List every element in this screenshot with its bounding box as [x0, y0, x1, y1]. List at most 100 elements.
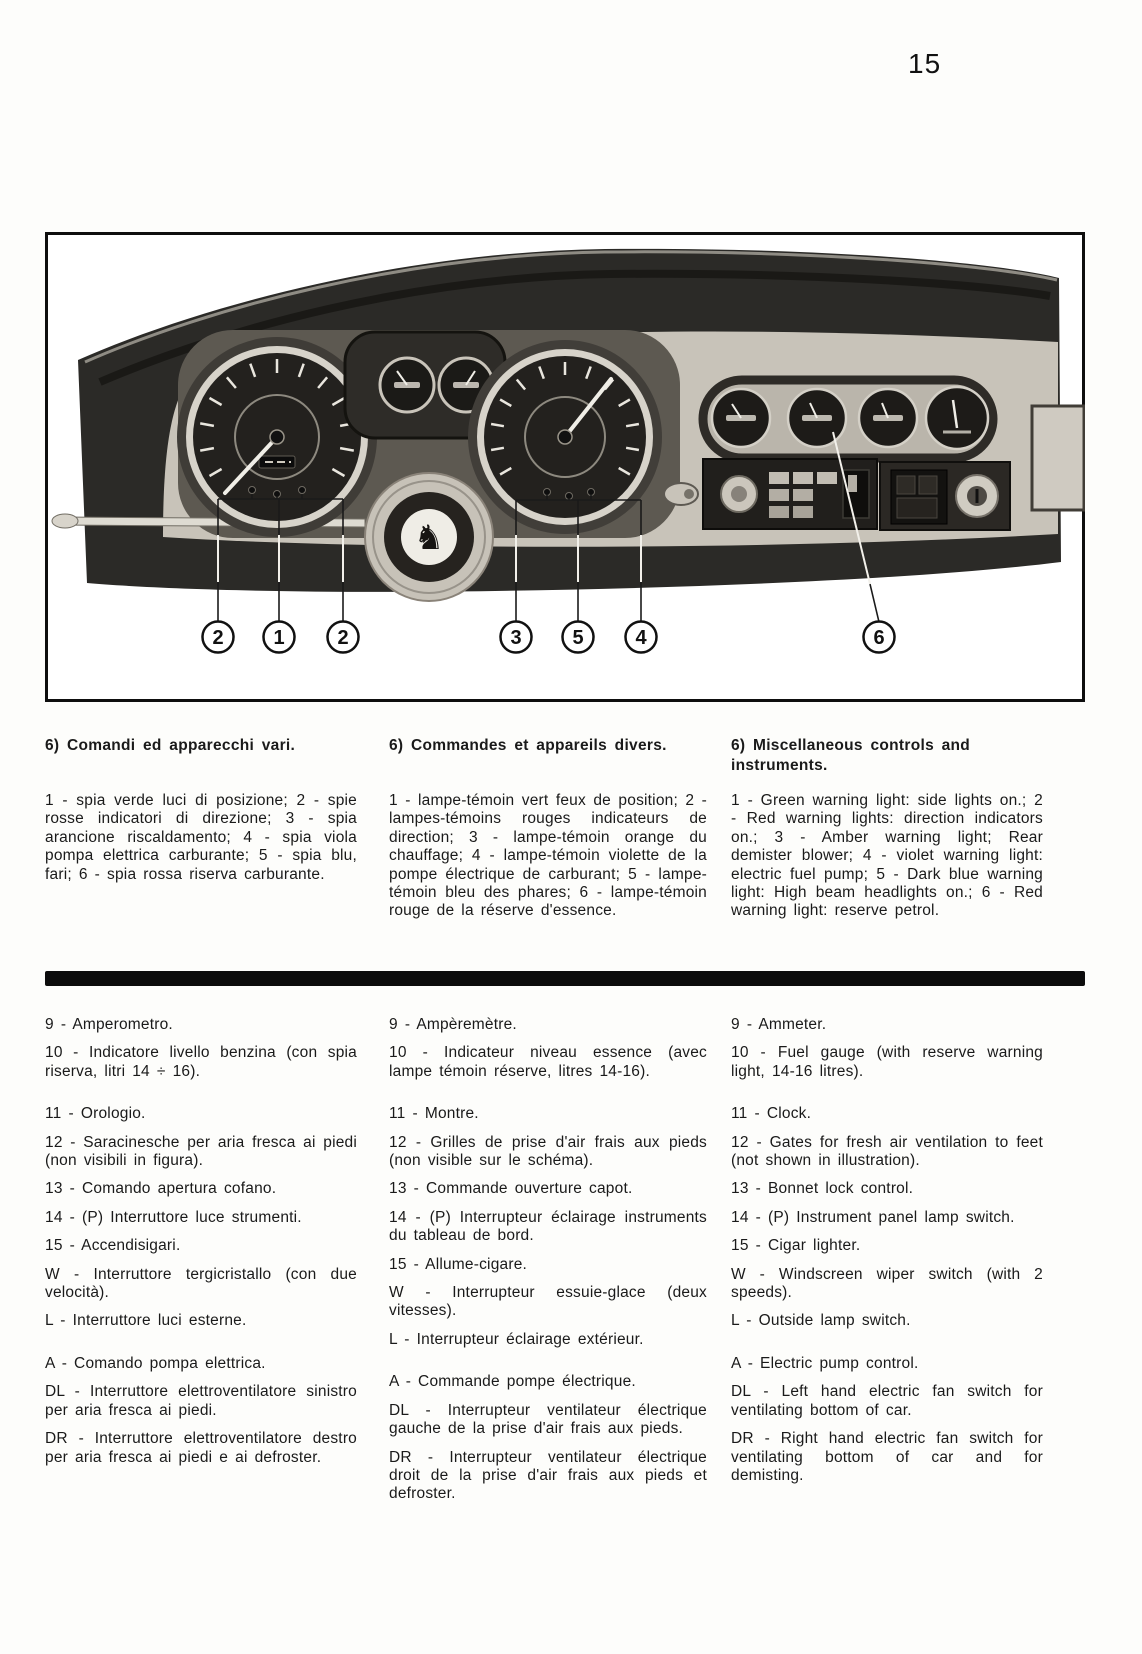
rocker-switch — [793, 489, 813, 501]
list-item: 9 - Ampèremètre. — [389, 1016, 517, 1033]
list-item: 10 - Indicateur niveau essence (avec lam… — [389, 1044, 707, 1080]
list-item: L - Interruttore luci esterne. — [45, 1312, 247, 1330]
section-heading-english: 6) Miscellaneous controls and instrument… — [731, 737, 971, 774]
rocker-switch — [817, 472, 837, 484]
column-french-lower: 9 - Ampèremètre. 10 - Indicateur niveau … — [389, 1016, 707, 1514]
list-item: 9 - Amperometro. — [45, 1016, 173, 1033]
list-item: 11 - Orologio. — [45, 1105, 146, 1123]
list-item: 15 - Accendisigari. — [45, 1237, 181, 1255]
separator-bar — [45, 971, 1085, 986]
list-item: W - Interruttore tergicristallo (con due… — [45, 1265, 357, 1302]
section-body-french: 1 - lampe-témoin vert feux de position; … — [389, 792, 707, 920]
rocker-switch — [793, 472, 813, 484]
callout-4: 4 — [635, 627, 647, 649]
panel-switch — [896, 475, 916, 495]
warning-lamp — [587, 488, 595, 496]
list-item: 11 - Clock. — [731, 1105, 812, 1123]
list-item: A - Commande pompe électrique. — [389, 1373, 636, 1391]
horn-button: ♞ — [364, 472, 494, 602]
cluster-gauge — [710, 387, 772, 449]
warning-lamp — [543, 488, 551, 496]
list-item: 15 - Cigar lighter. — [731, 1237, 861, 1255]
list-item: DR - Interruttore elettroventilatore des… — [45, 1430, 357, 1466]
cluster-gauge — [786, 387, 848, 449]
cluster-gauge — [857, 387, 919, 449]
twin-gauge-pod — [343, 330, 507, 440]
list-item: 9 - Ammeter. — [731, 1016, 827, 1033]
dashboard-photo: ♞ — [45, 232, 1086, 702]
page-number: 15 — [908, 48, 942, 79]
list-item: DR - Interrupteur ventilateur électrique… — [389, 1448, 707, 1503]
leader-lines-light — [217, 431, 871, 585]
list-item: W - Interrupteur essuie-glace (deux vite… — [389, 1284, 707, 1320]
column-italian: 6) Comandi ed apparecchi vari. 1 - spia … — [45, 736, 357, 884]
callout-1: 1 — [273, 627, 284, 649]
list-item: 14 - (P) Instrument panel lamp switch. — [731, 1208, 1015, 1226]
speedometer-needle — [223, 435, 279, 495]
list-item: 12 - Saracinesche per aria fresca ai pie… — [45, 1133, 357, 1170]
speedometer-ticks — [199, 359, 355, 478]
mini-gauge-needle — [465, 370, 476, 386]
list-item: 13 - Comando apertura cofano. — [45, 1180, 277, 1198]
rocker-switch — [769, 489, 789, 501]
list-item: 15 - Allume-cigare. — [389, 1255, 528, 1273]
cluster-gauge-ammeter — [924, 385, 990, 451]
list-item: 11 - Montre. — [389, 1105, 479, 1123]
list-item: DR - Right hand electric fan switch for … — [731, 1430, 1043, 1484]
column-french: 6) Commandes et appareils divers. 1 - la… — [389, 736, 707, 921]
list-item: 12 - Gates for fresh air ventilation to … — [731, 1133, 1043, 1170]
warning-lamp — [273, 490, 281, 498]
list-item: W - Windscreen wiper switch (with 2 spee… — [731, 1265, 1043, 1302]
list-item: DL - Interrupteur ventilateur électrique… — [389, 1401, 707, 1438]
cowl-highlight — [84, 250, 1058, 364]
list-item: 10 - Fuel gauge (with reserve warning li… — [731, 1044, 1043, 1080]
warning-lamp — [565, 492, 573, 500]
section-heading-italian: 6) Comandi ed apparecchi vari. — [45, 737, 296, 754]
list-item: 12 - Grilles de prise d'air frais aux pi… — [389, 1133, 707, 1170]
tachometer-gauge — [468, 340, 662, 534]
list-item: DL - Left hand electric fan switch for v… — [731, 1383, 1043, 1419]
rocker-switch — [793, 506, 813, 518]
warning-lamp — [248, 486, 256, 494]
callout-2-left: 2 — [212, 627, 223, 649]
mini-gauge-needle — [396, 370, 408, 386]
list-item: A - Electric pump control. — [731, 1354, 919, 1372]
callout-6: 6 — [873, 627, 884, 649]
list-item: 14 - (P) Interruttore luce strumenti. — [45, 1208, 302, 1226]
callouts: 2 1 2 3 5 4 6 — [201, 620, 896, 654]
prancing-horse-icon: ♞ — [414, 519, 444, 557]
stalk-tip — [51, 513, 79, 529]
column-english-lower: 9 - Ammeter. 10 - Fuel gauge (with reser… — [731, 1016, 1043, 1495]
list-item: A - Comando pompa elettrica. — [45, 1354, 266, 1372]
tachometer-needle — [563, 377, 613, 439]
column-english: 6) Miscellaneous controls and instrument… — [731, 736, 1043, 921]
dash-toggle-tip — [684, 489, 694, 499]
gauge-cluster — [698, 375, 998, 463]
section-body-english: 1 - Green warning light: side lights on.… — [731, 792, 1043, 920]
switch-panel-right — [879, 461, 1011, 531]
section-heading-french: 6) Commandes et appareils divers. — [389, 737, 667, 754]
callout-5: 5 — [572, 627, 583, 649]
glovebox-panel — [1030, 404, 1086, 512]
dash-toggle — [663, 482, 699, 506]
list-item: 13 - Commande ouverture capot. — [389, 1180, 633, 1198]
panel-switch — [896, 497, 938, 519]
panel-switch — [918, 475, 938, 495]
speedometer-gauge — [177, 337, 377, 537]
rocker-switch — [769, 506, 789, 518]
callout-2-right: 2 — [337, 627, 348, 649]
section-body-italian: 1 - spia verde luci di posizione; 2 - sp… — [45, 792, 357, 883]
list-item: 14 - (P) Interrupteur éclairage instrume… — [389, 1208, 707, 1245]
list-item: L - Interrupteur éclairage extérieur. — [389, 1330, 644, 1348]
column-italian-lower: 9 - Amperometro. 10 - Indicatore livello… — [45, 1016, 357, 1477]
list-item: L - Outside lamp switch. — [731, 1312, 911, 1330]
rocker-switch — [769, 472, 789, 484]
list-item: 10 - Indicatore livello benzina (con spi… — [45, 1044, 357, 1080]
toggle-switch — [848, 475, 857, 492]
dashboard-figure: ♞ — [45, 232, 1086, 703]
switch-panel-left — [702, 458, 878, 530]
callout-3: 3 — [510, 627, 521, 649]
warning-lamp — [298, 486, 306, 494]
list-item: DL - Interruttore elettroventilatore sin… — [45, 1383, 357, 1419]
list-item: 13 - Bonnet lock control. — [731, 1180, 914, 1198]
